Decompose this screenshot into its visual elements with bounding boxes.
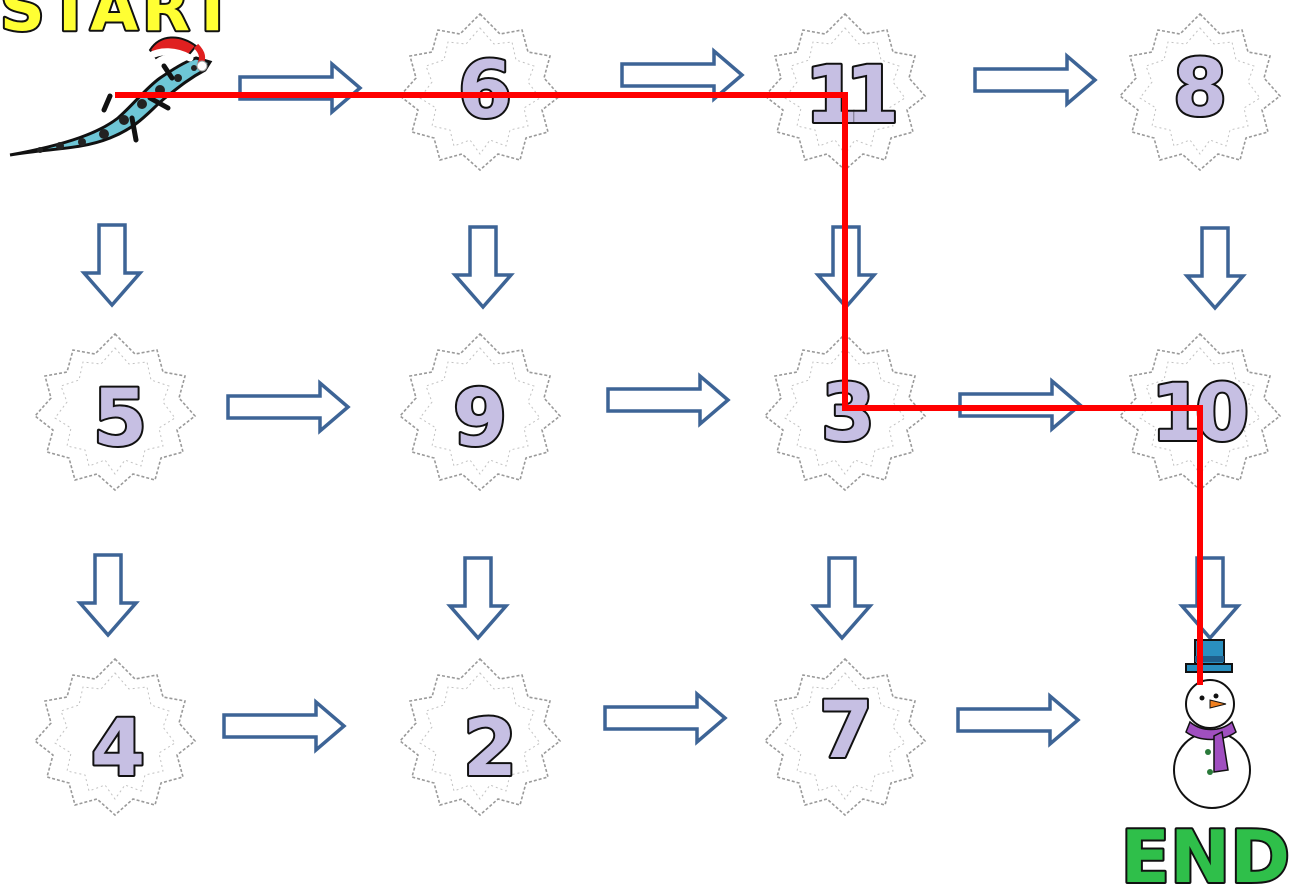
end-label: END — [1121, 815, 1290, 888]
arrow-down-icon — [453, 225, 513, 309]
arrow-down-icon — [1180, 556, 1240, 640]
maze-number: 5 — [93, 374, 147, 464]
arrow-down-icon — [82, 223, 142, 307]
maze-number: 6 — [458, 46, 512, 136]
maze-number: 8 — [1173, 44, 1227, 134]
maze-number: 2 — [463, 704, 517, 794]
arrow-right-icon — [956, 694, 1080, 746]
arrow-right-icon — [973, 54, 1097, 106]
maze-number: 9 — [453, 374, 507, 464]
arrow-right-icon — [603, 692, 727, 744]
snowman-icon — [1173, 639, 1251, 809]
arrow-down-icon — [812, 556, 872, 640]
start-label: START — [0, 0, 237, 45]
maze-number: 4 — [91, 704, 145, 794]
arrow-down-icon — [448, 556, 508, 640]
arrow-right-icon — [238, 62, 362, 114]
arrow-right-icon — [222, 700, 346, 752]
arrow-right-icon — [606, 374, 730, 426]
arrow-right-icon — [620, 49, 744, 101]
arrow-down-icon — [1185, 226, 1245, 310]
arrow-right-icon — [226, 381, 350, 433]
arrow-down-icon — [78, 553, 138, 637]
solution-path-line — [115, 92, 1203, 685]
maze-number: 7 — [819, 686, 873, 776]
